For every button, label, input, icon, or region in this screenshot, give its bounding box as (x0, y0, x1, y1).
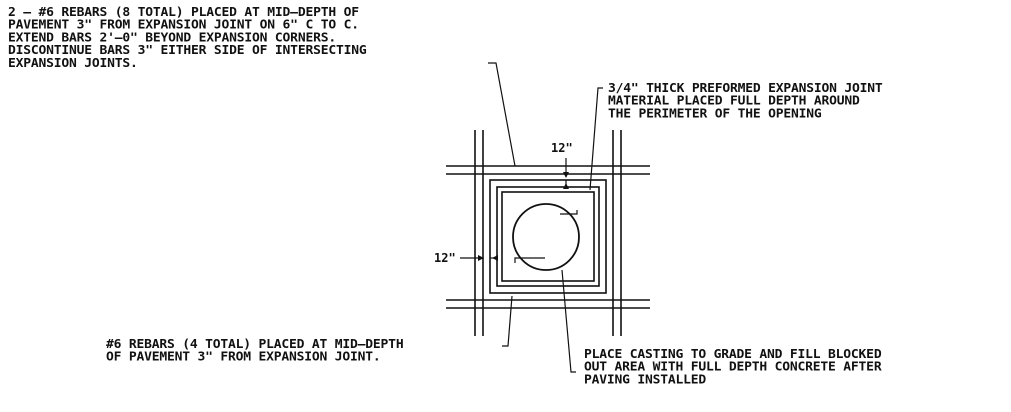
note-line: THE PERIMETER OF THE OPENING (608, 106, 822, 122)
note-line: PAVING INSTALLED (584, 372, 707, 388)
note-line: PLACE CASTING TO GRADE AND FILL BLOCKED (584, 347, 882, 362)
casting-circle (512, 203, 580, 271)
note-line: PAVEMENT 3" FROM EXPANSION JOINT ON 6" C… (8, 17, 359, 33)
casting-hook-left (514, 257, 545, 263)
dimension-left (460, 255, 498, 261)
note-line: DISCONTINUE BARS 3" EITHER SIDE OF INTER… (8, 43, 367, 58)
leader-casting (561, 269, 576, 373)
expansion-joint-inner (501, 191, 595, 282)
rebar-top-pair (446, 165, 650, 175)
note-line: MATERIAL PLACED FULL DEPTH AROUND (608, 93, 860, 109)
rebar-bottom-pair (446, 299, 650, 309)
note-line: 2 – #6 REBARS (8 TOTAL) PLACED AT MID–DE… (8, 5, 359, 20)
dimension-left-label: 12" (434, 251, 456, 265)
note-line: EXPANSION JOINTS. (8, 55, 138, 71)
casting-hook-right (560, 210, 578, 215)
rebar-right-pair (612, 130, 622, 336)
leader-rebar-corners (488, 62, 516, 167)
leader-rebar-perimeter (502, 295, 513, 347)
dimension-top (563, 158, 569, 189)
rebar-left-pair (474, 130, 484, 336)
perimeter-rebar-square (489, 179, 607, 294)
dimension-top-label: 12" (551, 141, 573, 155)
leader-expansion-joint (589, 87, 603, 191)
expansion-joint-outer (496, 186, 600, 287)
note-line: 3/4" THICK PREFORMED EXPANSION JOINT (608, 81, 883, 96)
note-line: OUT AREA WITH FULL DEPTH CONCRETE AFTER (584, 359, 882, 375)
note-line: EXTEND BARS 2'–0" BEYOND EXPANSION CORNE… (8, 30, 336, 46)
note-casting: PLACE CASTING TO GRADE AND FILL BLOCKED … (584, 347, 882, 388)
note-rebar-corners: 2 – #6 REBARS (8 TOTAL) PLACED AT MID–DE… (8, 5, 367, 71)
note-rebar-perimeter: #6 REBARS (4 TOTAL) PLACED AT MID–DEPTH … (106, 337, 404, 365)
note-line: #6 REBARS (4 TOTAL) PLACED AT MID–DEPTH (106, 337, 404, 352)
note-expansion-joint: 3/4" THICK PREFORMED EXPANSION JOINT MAT… (608, 82, 883, 120)
note-line: OF PAVEMENT 3" FROM EXPANSION JOINT. (106, 349, 381, 365)
